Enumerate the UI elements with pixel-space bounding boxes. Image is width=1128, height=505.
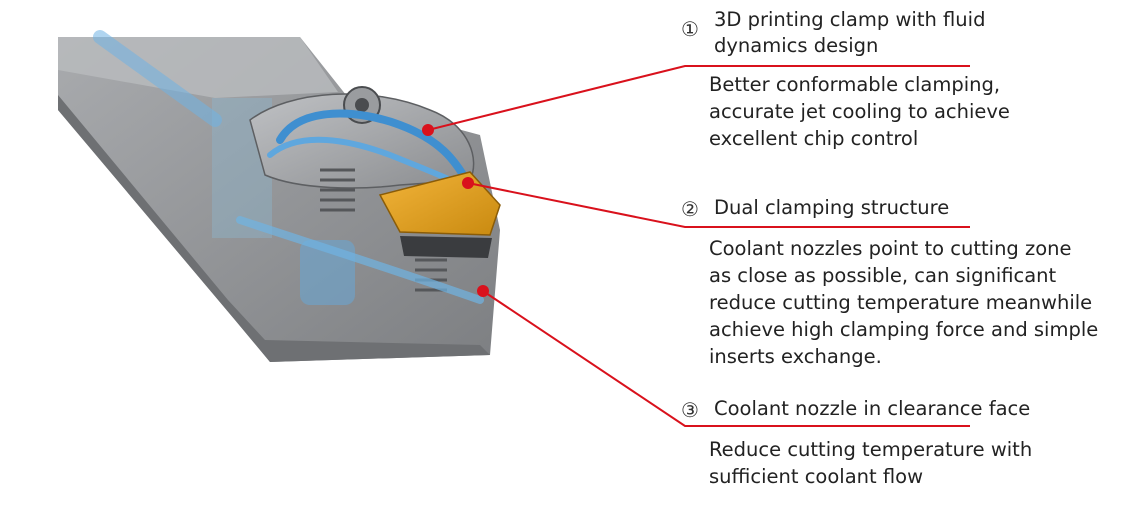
callout-3-number: ③: [681, 398, 699, 422]
callout-1-description: Better conformable clamping, accurate je…: [709, 71, 1010, 152]
callout-3-desc-line: Reduce cutting temperature with: [709, 438, 1033, 461]
callout-2-desc-line: inserts exchange.: [709, 345, 882, 368]
insert-seat: [400, 236, 492, 258]
callout-3-desc-line: sufficient coolant flow: [709, 465, 924, 488]
callout-3-description: Reduce cutting temperature with sufficie…: [709, 436, 1032, 490]
callout-1-desc-line: excellent chip control: [709, 127, 919, 150]
callout-2-description: Coolant nozzles point to cutting zone as…: [709, 235, 1098, 370]
callout-2-title-line: Dual clamping structure: [714, 196, 950, 219]
callout-3-title: Coolant nozzle in clearance face: [714, 397, 1030, 420]
callout-1-number: ①: [681, 17, 699, 41]
callout-1-title: 3D printing clamp with fluid dynamics de…: [714, 7, 985, 59]
callout-2-desc-line: Coolant nozzles point to cutting zone: [709, 237, 1072, 260]
callout-1-desc-line: accurate jet cooling to achieve: [709, 100, 1010, 123]
spring-lower-icon: [415, 258, 447, 292]
leader-lines: [427, 65, 970, 427]
coolant-channels: [93, 30, 484, 304]
callout-1-title-line: 3D printing clamp with fluid: [714, 8, 986, 31]
callout-2-desc-line: as close as possible, can significant: [709, 264, 1057, 287]
callout-3-title-line: Coolant nozzle in clearance face: [714, 397, 1031, 420]
callout-1-desc-line: Better conformable clamping,: [709, 73, 1001, 96]
callout-2-number: ②: [681, 197, 699, 221]
callout-2-desc-line: achieve high clamping force and simple: [709, 318, 1099, 341]
callout-2-title: Dual clamping structure: [714, 196, 949, 219]
callout-markers: [422, 124, 489, 297]
spring-icon: [320, 168, 355, 212]
callout-1-title-line: dynamics design: [714, 34, 879, 57]
callout-2-desc-line: reduce cutting temperature meanwhile: [709, 291, 1093, 314]
